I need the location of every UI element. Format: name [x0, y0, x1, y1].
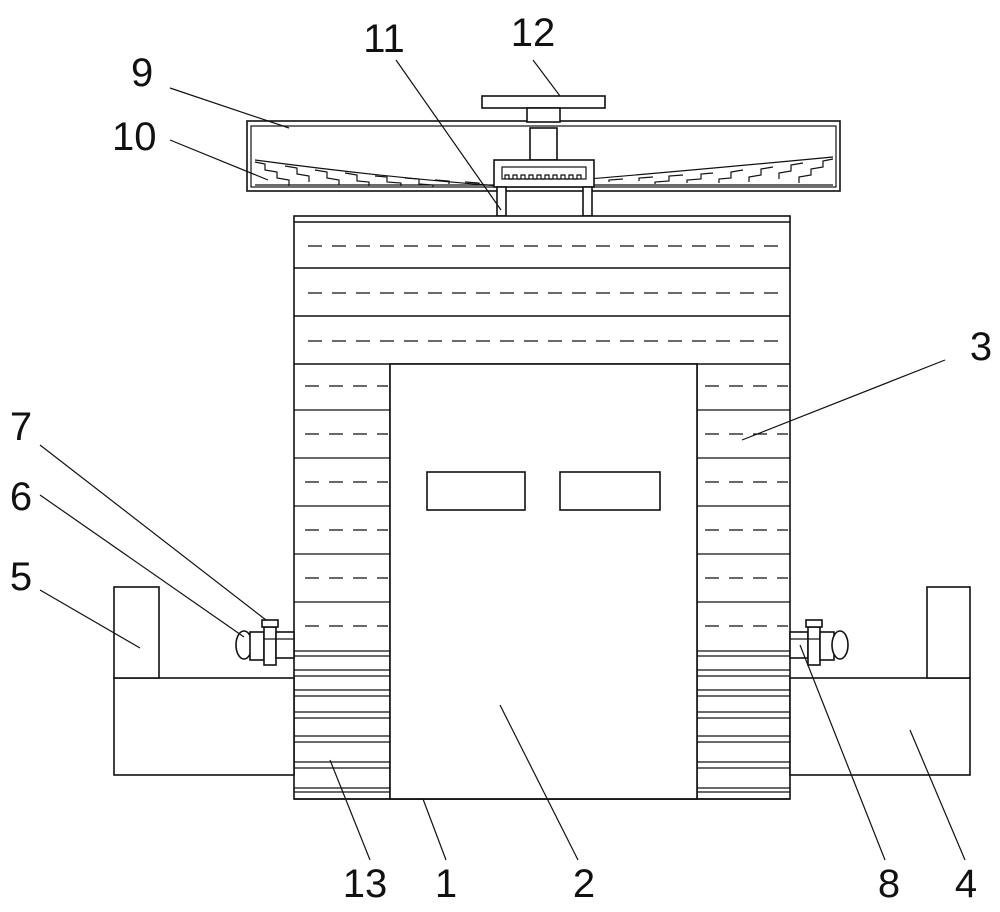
right-roller	[697, 650, 790, 793]
label-5: 5	[10, 555, 32, 599]
gear-block	[493, 159, 595, 217]
left-roller	[294, 650, 390, 793]
door	[389, 363, 698, 800]
label-1: 1	[435, 862, 457, 906]
leader-lines	[39, 59, 966, 861]
label-6: 6	[10, 475, 32, 519]
handwheel	[481, 95, 606, 161]
label-8: 8	[878, 862, 900, 906]
label-12: 12	[511, 11, 556, 55]
label-7: 7	[10, 405, 32, 449]
label-11: 11	[363, 17, 405, 61]
label-4: 4	[955, 862, 977, 906]
left-platform	[113, 586, 295, 776]
right-valve	[789, 619, 849, 666]
label-3: 3	[970, 325, 992, 369]
left-valve	[235, 619, 295, 666]
right-platform	[789, 586, 971, 776]
label-10: 10	[112, 115, 157, 159]
label-13: 13	[343, 862, 388, 906]
label-2: 2	[573, 862, 595, 906]
label-9: 9	[131, 51, 153, 95]
